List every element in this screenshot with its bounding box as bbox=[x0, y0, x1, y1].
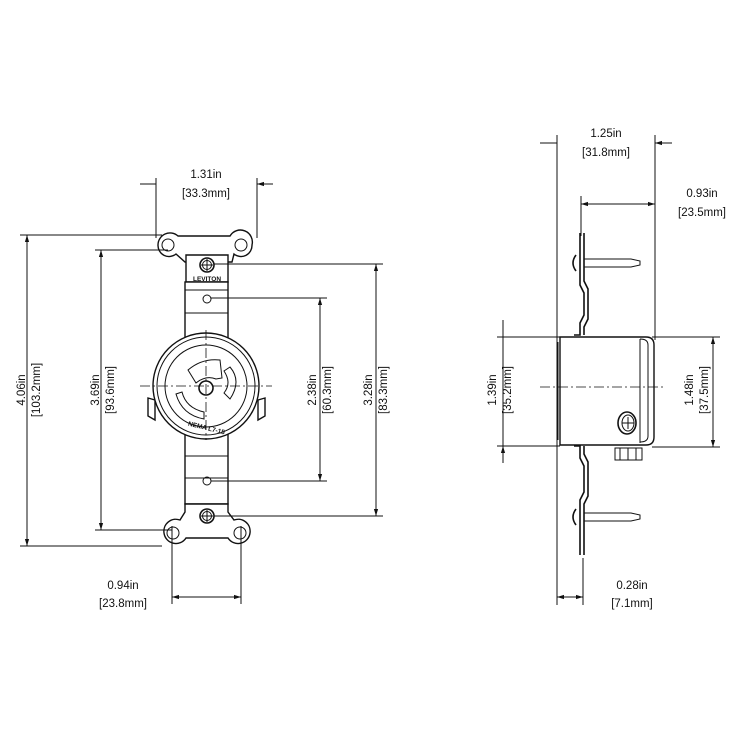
ear-hole-icon bbox=[161, 238, 175, 252]
dim-screw-spacing-in: 3.28in bbox=[363, 374, 375, 405]
dim-body-depth-in: 0.93in bbox=[686, 188, 717, 200]
ear-hole-icon bbox=[234, 238, 248, 252]
mounting-hole-icon bbox=[202, 294, 212, 304]
dim-height-in: 4.06in bbox=[16, 374, 28, 405]
dim-projection-in: 0.28in bbox=[616, 580, 647, 592]
dim-body-depth-mm: [23.5mm] bbox=[678, 207, 726, 219]
dim-hole-spacing-in: 2.38in bbox=[307, 374, 319, 405]
dim-face-height-in: 1.39in bbox=[487, 374, 499, 405]
dim-body-height-mm: [37.5mm] bbox=[699, 366, 711, 414]
dim-body-height-in: 1.48in bbox=[684, 374, 696, 405]
mounting-screw-icon bbox=[572, 254, 641, 272]
dim-depth-in: 1.25in bbox=[590, 128, 621, 140]
dim-height-mm: [103.2mm] bbox=[31, 363, 43, 417]
dim-width-mm: [33.3mm] bbox=[182, 188, 230, 200]
dim-depth-mm: [31.8mm] bbox=[582, 147, 630, 159]
receptacle-body bbox=[559, 336, 655, 446]
dim-ear-spacing-in: 3.69in bbox=[90, 374, 102, 405]
top-mounting-ear bbox=[157, 229, 254, 263]
side-strap bbox=[574, 233, 589, 336]
dim-projection-mm: [7.1mm] bbox=[611, 598, 653, 610]
terminal-screw-side-icon bbox=[617, 411, 637, 435]
mounting-screw-icon bbox=[572, 508, 641, 526]
terminal-screw-icon bbox=[199, 508, 215, 524]
dim-bottom-in: 0.94in bbox=[107, 580, 138, 592]
receptacle-face: NEMA L7-15 bbox=[140, 330, 272, 440]
front-view: LEVITON NEMA L7-15 bbox=[16, 169, 390, 610]
dim-face-height-mm: [35.2mm] bbox=[502, 366, 514, 414]
terminal-screw-icon bbox=[199, 257, 215, 273]
ear-hole-icon bbox=[233, 526, 247, 540]
brand-logo: LEVITON bbox=[193, 276, 221, 283]
ear-hole-icon bbox=[166, 526, 180, 540]
dim-screw-spacing-mm: [83.3mm] bbox=[378, 366, 390, 414]
dim-width-in: 1.31in bbox=[190, 169, 221, 181]
dim-ear-spacing-mm: [93.6mm] bbox=[105, 366, 117, 414]
dim-bottom-mm: [23.8mm] bbox=[99, 598, 147, 610]
side-view: 1.25in [31.8mm] 0.93in [23.5mm] 1.39in [… bbox=[487, 128, 726, 610]
dim-hole-spacing-mm: [60.3mm] bbox=[322, 366, 334, 414]
